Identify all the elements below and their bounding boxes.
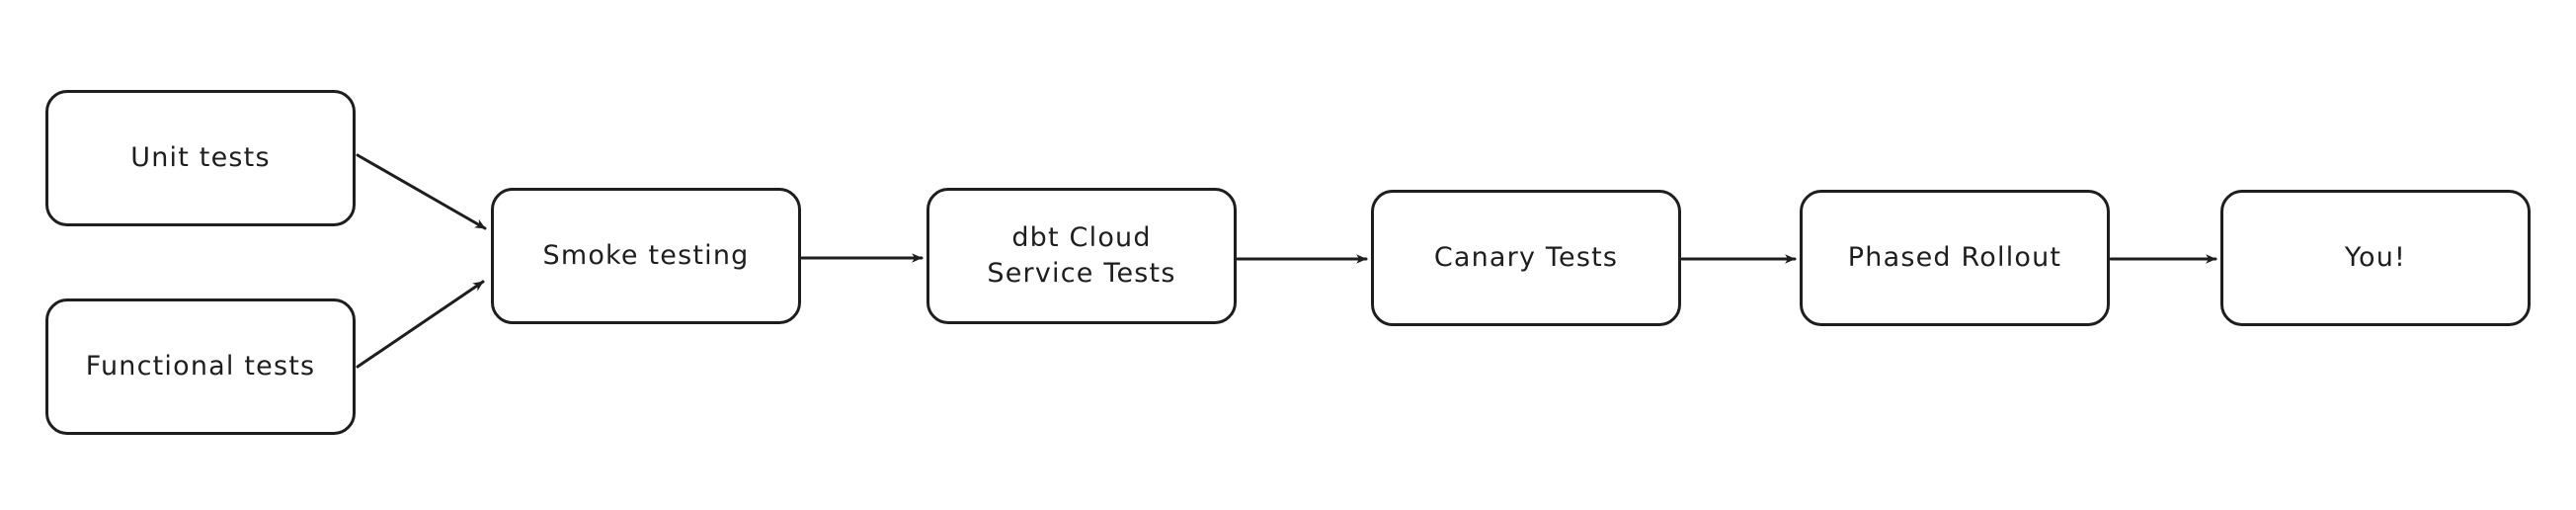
node-you[interactable]: You! <box>2220 190 2531 326</box>
node-functional-tests[interactable]: Functional tests <box>45 298 356 435</box>
node-label-unit-tests: Unit tests <box>130 142 271 174</box>
node-label-canary-tests: Canary Tests <box>1433 242 1619 274</box>
node-unit-tests[interactable]: Unit tests <box>45 90 356 226</box>
node-label-smoke-testing: Smoke testing <box>542 240 750 272</box>
node-phased-rollout[interactable]: Phased Rollout <box>1800 190 2110 326</box>
node-smoke-testing[interactable]: Smoke testing <box>491 188 801 324</box>
edge-functional-to-smoke <box>356 280 485 369</box>
edge-unit-to-smoke <box>356 153 487 230</box>
node-label-phased-rollout: Phased Rollout <box>1847 242 2062 274</box>
node-canary-tests[interactable]: Canary Tests <box>1371 190 1681 326</box>
node-label-dbt-cloud-service-tests: dbt Cloud Service Tests <box>987 222 1176 289</box>
node-dbt-cloud-service-tests[interactable]: dbt Cloud Service Tests <box>926 188 1237 324</box>
node-label-functional-tests: Functional tests <box>85 351 316 382</box>
node-label-you: You! <box>2344 242 2407 274</box>
